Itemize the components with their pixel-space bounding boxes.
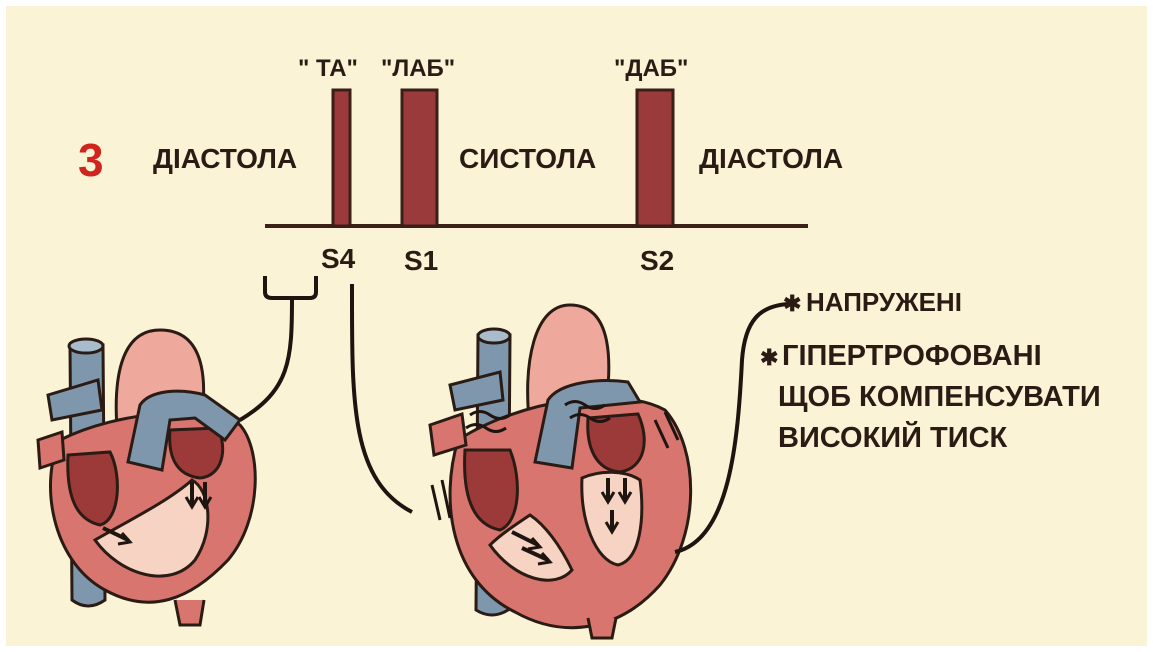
- annotation-hypertrophied: ГІПЕРТРОФОВАНІ: [782, 340, 1042, 372]
- diastole-left-label: ДІАСТОЛА: [153, 143, 297, 174]
- sound-bar-s2: [637, 90, 673, 226]
- sound-s4-label: S4: [321, 243, 356, 274]
- step-number: 3: [78, 134, 104, 186]
- sound-s1-word: "ЛАБ": [381, 55, 455, 82]
- sound-s2-word: "ДАБ": [614, 55, 688, 82]
- sound-bar-s1: [402, 90, 437, 226]
- sound-s4-word: " ТА": [298, 55, 358, 82]
- annotation-tense: НАПРУЖЕНІ: [806, 287, 962, 317]
- systole-label: СИСТОЛА: [459, 143, 596, 174]
- diastole-right-label: ДІАСТОЛА: [699, 143, 843, 174]
- sound-bar-s4: [333, 90, 350, 226]
- sound-s2-label: S2: [640, 245, 674, 276]
- annotation-compensate: ЩОБ КОМПЕНСУВАТИ: [778, 381, 1101, 413]
- sound-s1-label: S1: [404, 245, 438, 276]
- annotation-high-pressure: ВИСОКИЙ ТИСК: [778, 420, 1008, 454]
- bullet-2-symbol: ✱: [760, 345, 778, 370]
- bullet-1-symbol: ✱: [783, 291, 801, 316]
